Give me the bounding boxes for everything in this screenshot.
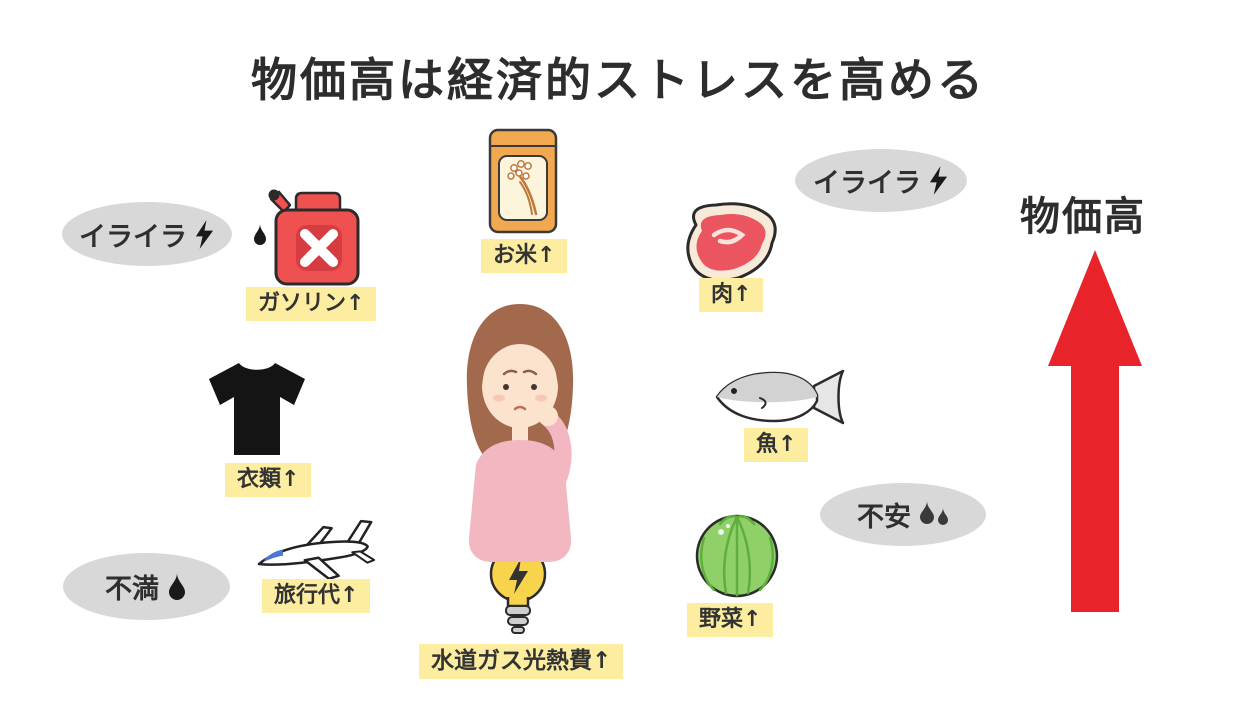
bubble-irritated-right: イライラ — [795, 149, 967, 212]
price-rise-label: 物価高 — [1020, 194, 1146, 240]
bubble-anxious: 不安 — [820, 483, 986, 546]
airplane-icon — [252, 516, 380, 588]
bubble-dissatisfied-label: 不満 — [105, 574, 159, 605]
fish-icon — [712, 366, 848, 428]
tag-travel: 旅行代↑ — [262, 579, 371, 613]
tag-gasoline: ガソリン↑ — [246, 287, 377, 321]
bubble-irritated-left: イライラ — [62, 202, 232, 266]
bubble-irritated-left-label: イライラ — [79, 221, 187, 253]
lightning-icon — [194, 219, 215, 249]
tag-meat: 肉↑ — [699, 278, 764, 312]
page-title: 物価高は経済的ストレスを高める — [251, 53, 986, 107]
drop-icon — [166, 572, 188, 602]
rice-bag-icon — [484, 126, 562, 236]
bubble-dissatisfied: 不満 — [63, 553, 230, 620]
tag-utilities: 水道ガス光熱費↑ — [419, 644, 624, 679]
tag-rice: お米↑ — [481, 239, 568, 273]
up-arrow-icon — [1048, 250, 1142, 612]
gas-can-icon — [248, 186, 366, 288]
bubble-irritated-right-label: イライラ — [813, 168, 921, 199]
tag-vegetables: 野菜↑ — [687, 603, 774, 637]
sweat-drops-icon — [918, 500, 949, 529]
lightning-icon — [928, 166, 949, 195]
tag-fish: 魚↑ — [744, 428, 809, 462]
tag-clothing: 衣類↑ — [225, 463, 312, 497]
worried-woman-illustration — [438, 288, 603, 566]
cabbage-icon — [694, 501, 780, 601]
tshirt-icon — [202, 358, 312, 460]
bubble-anxious-label: 不安 — [857, 502, 911, 533]
meat-icon — [676, 197, 780, 287]
